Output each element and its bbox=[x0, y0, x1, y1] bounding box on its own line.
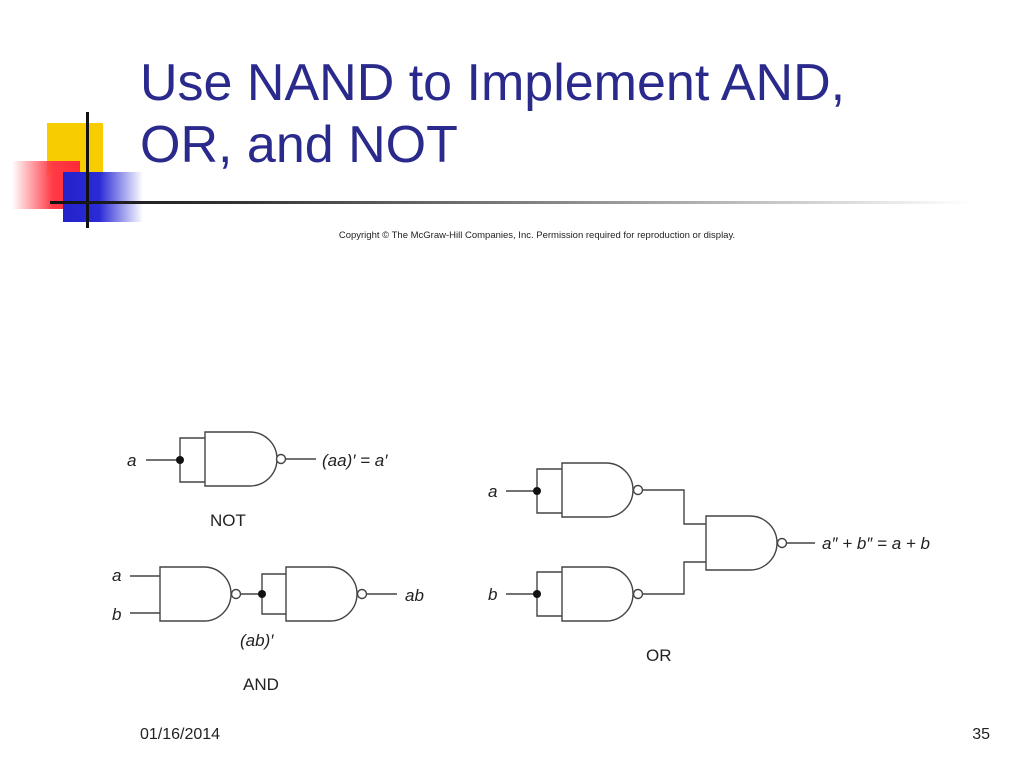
copyright-notice: Copyright © The McGraw-Hill Companies, I… bbox=[338, 230, 736, 241]
slide-date: 01/16/2014 bbox=[140, 726, 221, 743]
or-output-label: a″ + b″ = a + b bbox=[822, 534, 930, 553]
not-output-label: (aa)′ = a′ bbox=[322, 451, 388, 470]
or-nand-bubble-final bbox=[776, 537, 788, 549]
and-nand-bubble-2 bbox=[356, 588, 368, 600]
decor-vertical-line bbox=[86, 112, 89, 228]
and-input-wires bbox=[130, 575, 160, 614]
and-output-label: ab bbox=[405, 586, 424, 605]
and-middle-wire bbox=[241, 573, 286, 615]
and-input-b-label: b bbox=[112, 605, 121, 624]
or-nand-bubble-a bbox=[632, 484, 644, 496]
or-input-a-wire bbox=[506, 468, 562, 514]
and-nand-gate-2 bbox=[285, 566, 358, 622]
slide-title-line1: Use NAND to Implement AND, bbox=[140, 54, 846, 112]
or-nand-bubble-b bbox=[632, 588, 644, 600]
not-circuit: a (aa)′ = a′ NOT bbox=[127, 431, 388, 530]
or-input-b-wire bbox=[506, 571, 562, 617]
decor-blue-square bbox=[63, 172, 143, 222]
or-middle-wires bbox=[643, 489, 706, 595]
not-input-label: a bbox=[127, 451, 136, 470]
slide-title-line2: OR, and NOT bbox=[140, 116, 458, 174]
or-caption: OR bbox=[646, 646, 672, 665]
slide-title: Use NAND to Implement AND, OR, and NOT bbox=[140, 52, 1000, 176]
and-nand-gate-1 bbox=[159, 566, 232, 622]
or-junction-dot-a bbox=[533, 487, 541, 495]
not-nand-gate bbox=[204, 431, 278, 487]
and-caption: AND bbox=[243, 675, 279, 694]
not-nand-bubble bbox=[275, 453, 287, 465]
and-input-a-label: a bbox=[112, 566, 121, 585]
not-junction-dot bbox=[176, 456, 184, 464]
or-junction-dot-b bbox=[533, 590, 541, 598]
or-circuit: a b a″ + b″ = a + b OR bbox=[488, 462, 930, 665]
or-nand-gate-b bbox=[561, 566, 634, 622]
slide-page-number: 35 bbox=[972, 726, 990, 743]
and-junction-dot bbox=[258, 590, 266, 598]
not-caption: NOT bbox=[210, 511, 246, 530]
or-nand-gate-a bbox=[561, 462, 634, 518]
not-input-wire bbox=[146, 437, 205, 483]
or-nand-gate-final bbox=[705, 515, 778, 571]
and-intermediate-label: (ab)′ bbox=[240, 631, 274, 650]
or-input-b-label: b bbox=[488, 585, 497, 604]
and-circuit: a b ab (ab)′ AND bbox=[112, 566, 424, 694]
or-input-a-label: a bbox=[488, 482, 497, 501]
title-underline bbox=[50, 201, 970, 204]
and-nand-bubble-1 bbox=[230, 588, 242, 600]
